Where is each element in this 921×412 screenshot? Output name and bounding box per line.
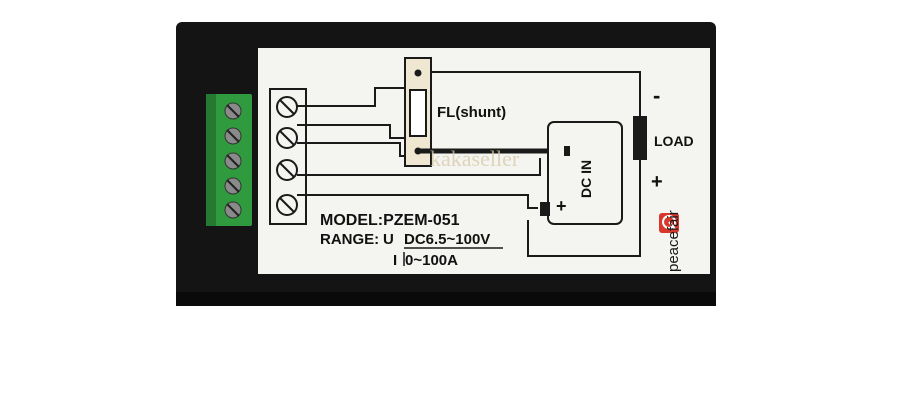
load-plus-sign: + [651,171,663,193]
model-label: MODEL:PZEM-051 [320,212,460,229]
wiring-lines [297,71,641,257]
range-u-value: DC6.5~100V [404,231,490,248]
label-sticker [258,48,710,274]
watermark-text: kakaseller [430,146,520,171]
peacefair-logo [659,213,679,233]
shunt-symbol [404,57,432,167]
terminal-block [206,94,252,226]
load-symbol [633,116,647,160]
range-i-symbol: I [393,252,397,269]
dc-in-label: DC IN [578,160,594,198]
housing-shadow [176,292,716,306]
shunt-label: FL(shunt) [437,104,506,121]
load-minus-sign: - [653,83,660,108]
range-u-symbol: U [383,231,394,248]
brand-name: peacefair [665,210,682,272]
terminal-diagram [269,88,307,225]
dc-in-plus-sign: + [556,196,567,216]
range-label: RANGE: [320,231,379,248]
range-i-value: 0~100A [405,252,458,269]
load-label: LOAD [654,133,694,149]
dc-in-box [540,121,623,225]
